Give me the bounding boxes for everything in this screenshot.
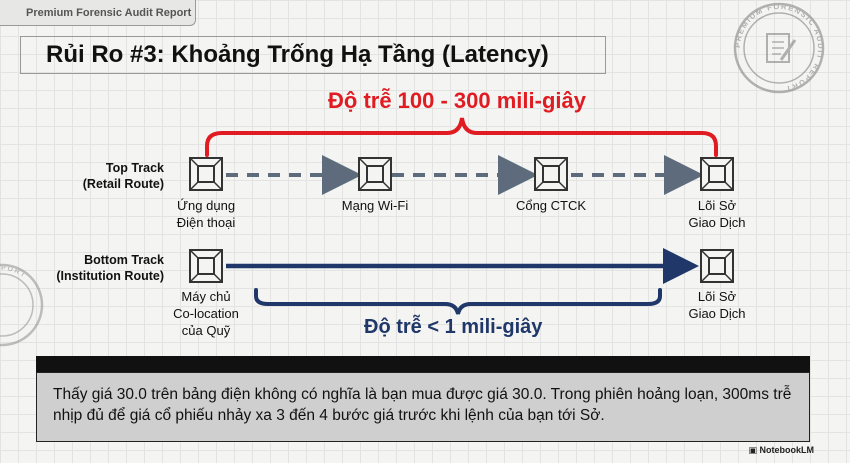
- top-latency-brace: [205, 117, 718, 157]
- bottom-latency-label: Độ trễ < 1 mili-giây: [364, 316, 543, 338]
- audit-stamp-icon: PREMIUM FORENSIC AUDIT REPORT: [733, 2, 825, 94]
- node-icon-app: [189, 157, 223, 191]
- svg-text:AUDIT REPORT: AUDIT REPORT: [0, 265, 28, 297]
- callout-divider: [36, 356, 810, 372]
- brand-label: ▣ NotebookLM: [748, 445, 814, 455]
- node-icon-exchange-top: [700, 157, 734, 191]
- top-latency-label: Độ trễ 100 - 300 mili-giây: [328, 88, 586, 113]
- callout-box: Thấy giá 30.0 trên bảng điện không có ng…: [36, 372, 810, 442]
- report-header-label: Premium Forensic Audit Report: [26, 7, 192, 19]
- bottom-track-label: Bottom Track (Institution Route): [56, 253, 164, 283]
- node-label-exchange-bottom: Lõi Sở Giao Dịch: [688, 289, 746, 321]
- node-icon-gateway: [534, 157, 568, 191]
- node-icon-colo: [189, 249, 223, 283]
- node-label-exchange-top: Lõi Sở Giao Dịch: [688, 198, 746, 230]
- stamp-left-text: AUDIT REPORT: [0, 265, 26, 297]
- title-frame: [20, 36, 606, 74]
- brand-icon: ▣: [748, 445, 757, 455]
- callout-text: Thấy giá 30.0 trên bảng điện không có ng…: [53, 386, 792, 424]
- node-label-colo: Máy chủ Co-location của Quỹ: [173, 289, 239, 338]
- node-label-wifi: Mạng Wi-Fi: [341, 198, 409, 213]
- node-icon-exchange-bottom: [700, 249, 734, 283]
- page-title: Rủi Ro #3: Khoảng Trống Hạ Tầng (Latency…: [46, 41, 549, 68]
- top-track-label: Top Track (Retail Route): [82, 161, 164, 191]
- bottom-latency-brace: [254, 288, 662, 315]
- report-header-tab: Premium Forensic Audit Report: [0, 0, 196, 26]
- node-label-app: Ứng dụng Điện thoại: [176, 198, 236, 230]
- node-icon-wifi: [358, 157, 392, 191]
- node-label-gateway: Cổng CTCK: [515, 198, 587, 213]
- audit-stamp-left-icon: AUDIT REPORT: [0, 263, 44, 347]
